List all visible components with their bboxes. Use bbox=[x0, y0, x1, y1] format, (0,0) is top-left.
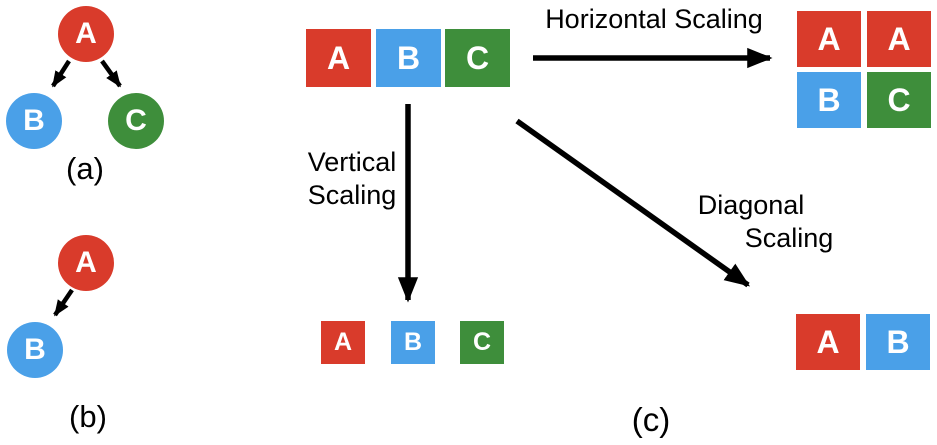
tree-a-node-c: C bbox=[108, 93, 164, 149]
source-box-a: A bbox=[306, 29, 371, 87]
dresult-box-b: B bbox=[866, 314, 930, 370]
vresult-box-c: C bbox=[460, 321, 504, 364]
source-box-b: B bbox=[376, 29, 441, 87]
edge-a-to-b-arrow bbox=[51, 59, 71, 88]
vertical-scaling-label-line1: Vertical bbox=[307, 147, 397, 177]
caption-c: (c) bbox=[631, 401, 671, 438]
diagonal-scaling-label-line2: Scaling bbox=[744, 223, 834, 253]
source-box-c: C bbox=[445, 29, 510, 87]
hresult-box-b: B bbox=[797, 72, 861, 128]
vresult-box-a: A bbox=[321, 321, 365, 364]
vertical-scaling-label-line2: Scaling bbox=[307, 180, 397, 210]
tree-b-node-b: B bbox=[7, 322, 63, 378]
dresult-box-a: A bbox=[796, 314, 860, 370]
vresult-box-b: B bbox=[391, 321, 435, 364]
horizontal-scaling-label: Horizontal Scaling bbox=[545, 4, 763, 34]
caption-a: (a) bbox=[66, 151, 104, 186]
hresult-box-c: C bbox=[867, 72, 931, 128]
caption-b: (b) bbox=[69, 399, 107, 434]
tree-b-node-a: A bbox=[58, 235, 114, 291]
hresult-box-a1: A bbox=[797, 11, 861, 67]
edge-a-to-b2-arrow bbox=[53, 288, 74, 317]
vertical-scaling-label: Vertical Scaling bbox=[297, 146, 407, 212]
tree-a-node-a: A bbox=[58, 6, 114, 62]
edge-a-to-c-arrow bbox=[100, 59, 122, 88]
diagonal-scaling-label-line1: Diagonal bbox=[697, 190, 805, 220]
tree-a-node-b: B bbox=[6, 93, 62, 149]
diagonal-scaling-label: Diagonal Scaling bbox=[676, 189, 834, 255]
hresult-box-a2: A bbox=[867, 11, 931, 67]
